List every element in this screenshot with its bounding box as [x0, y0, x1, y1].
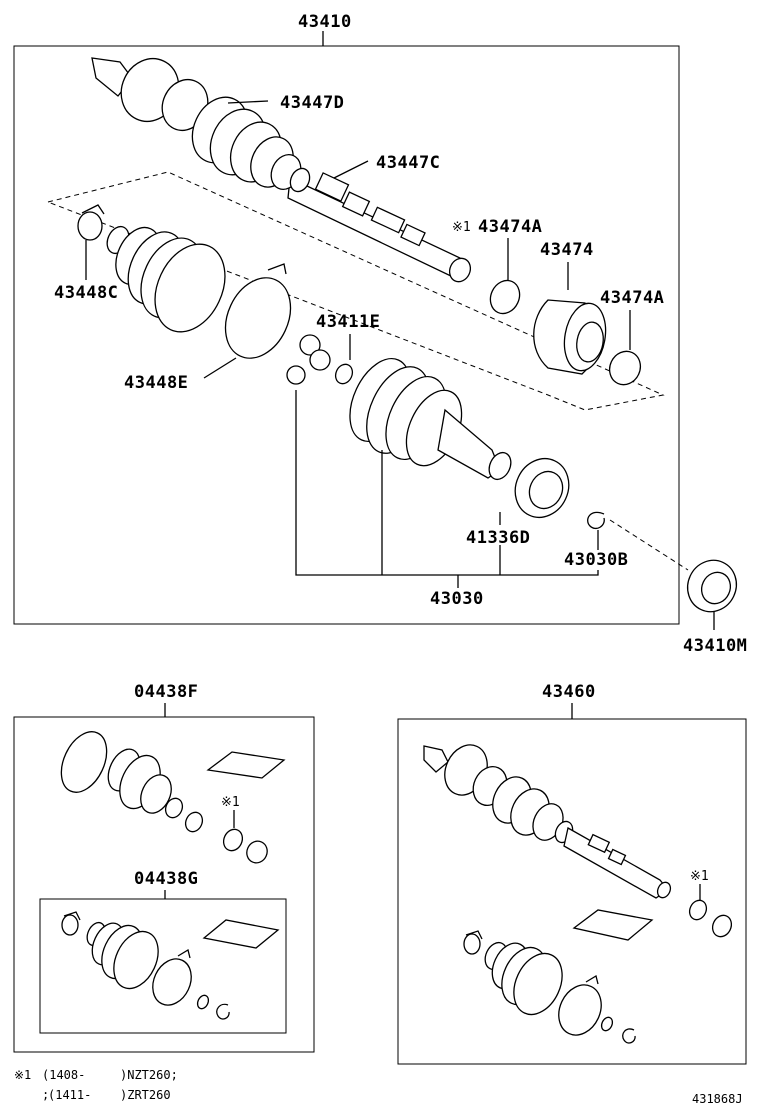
kit-G-clamp[interactable]	[61, 911, 81, 936]
drive-shaft-assembly[interactable]	[91, 49, 474, 285]
kit-F-ring-2[interactable]	[220, 826, 246, 854]
footnote-range-1: (1408-	[42, 1068, 85, 1082]
boot-43460[interactable]	[481, 937, 571, 1022]
label-43030[interactable]: 43030	[430, 589, 484, 609]
bracket-43030	[295, 390, 599, 576]
label-43448C[interactable]: 43448C	[54, 283, 118, 303]
footnote-prefix-2: ;	[42, 1088, 49, 1102]
inner-kit-boundary	[46, 171, 665, 411]
ref-mark-43460: ※1	[690, 869, 709, 884]
label-04438G[interactable]: 04438G	[134, 869, 198, 889]
kit-G-grease-pack[interactable]	[202, 919, 280, 949]
label-41336D[interactable]: 41336D	[466, 528, 530, 548]
kit-04438F-frame	[13, 716, 315, 1053]
clamp-43448C[interactable]	[77, 204, 105, 241]
assembly-43460-frame	[397, 718, 747, 1065]
assembly-43410-frame	[13, 45, 680, 625]
ref-mark-top: ※1	[452, 220, 471, 235]
inner-joint-boot[interactable]	[338, 349, 515, 483]
seal-41336D[interactable]	[506, 450, 578, 526]
kit-04438F-group: 04438F ※1 04438G	[13, 682, 315, 1053]
kit-F-ring-1[interactable]	[183, 810, 206, 835]
clamp-band-43448E[interactable]	[213, 263, 303, 369]
kit-G-band[interactable]	[146, 948, 199, 1011]
label-43411E[interactable]: 43411E	[316, 312, 380, 332]
kit-F-grease-pack[interactable]	[206, 751, 286, 779]
kit-F-boot[interactable]	[52, 725, 185, 821]
clamp-43460[interactable]	[463, 930, 483, 955]
footnote: ※1 (1408- )NZT260; ; (1411- )ZRT260	[14, 1068, 178, 1102]
footnote-model-1: )NZT260;	[120, 1068, 178, 1082]
tripod-43411E[interactable]	[286, 334, 355, 386]
footnote-range-2: (1411-	[48, 1088, 91, 1102]
snap-ring-43460[interactable]	[622, 1028, 636, 1044]
kit-G-ring[interactable]	[196, 994, 211, 1011]
label-43474A-top[interactable]: 43474A	[478, 217, 542, 237]
bearing-43410M[interactable]	[679, 552, 744, 619]
ring-43474A-top[interactable]	[485, 276, 525, 319]
band-43460[interactable]	[551, 974, 609, 1042]
footnote-model-2: )ZRT260	[120, 1088, 171, 1102]
inner-joint-43474[interactable]	[533, 299, 611, 375]
label-43447C[interactable]: 43447C	[376, 153, 440, 173]
assembly-43410-group: 43410 43447D 43447C	[13, 12, 689, 625]
diagram-id: 431868J	[692, 1092, 743, 1106]
ring-43460-2[interactable]	[709, 912, 735, 940]
label-43410[interactable]: 43410	[298, 12, 352, 32]
label-43460[interactable]: 43460	[542, 682, 596, 702]
label-43447D[interactable]: 43447D	[280, 93, 344, 113]
label-43410M[interactable]: 43410M	[683, 636, 747, 656]
label-43030B[interactable]: 43030B	[564, 550, 628, 570]
label-43448E[interactable]: 43448E	[124, 373, 188, 393]
label-43474[interactable]: 43474	[540, 240, 594, 260]
ref-mark-kit: ※1	[221, 795, 240, 810]
inner-boot[interactable]	[103, 220, 238, 343]
ring-43460-1[interactable]	[687, 898, 710, 923]
ring-43474A-right[interactable]	[604, 346, 646, 389]
assembly-43460-shaft[interactable]	[423, 738, 673, 900]
grease-pack-43460[interactable]	[572, 909, 654, 941]
kit-G-snap-ring[interactable]	[216, 1003, 230, 1020]
label-04438F[interactable]: 04438F	[134, 682, 198, 702]
assembly-43460-group: 43460 ※1	[397, 682, 747, 1065]
kit-F-ring-3[interactable]	[243, 838, 270, 866]
snap-ring-43030B[interactable]	[587, 511, 605, 530]
kit-G-boot[interactable]	[84, 918, 167, 995]
label-43474A-right[interactable]: 43474A	[600, 288, 664, 308]
ring-43460-3[interactable]	[600, 1016, 615, 1033]
footnote-mark: ※1	[14, 1068, 31, 1082]
kit-04438G-frame	[39, 898, 287, 1034]
